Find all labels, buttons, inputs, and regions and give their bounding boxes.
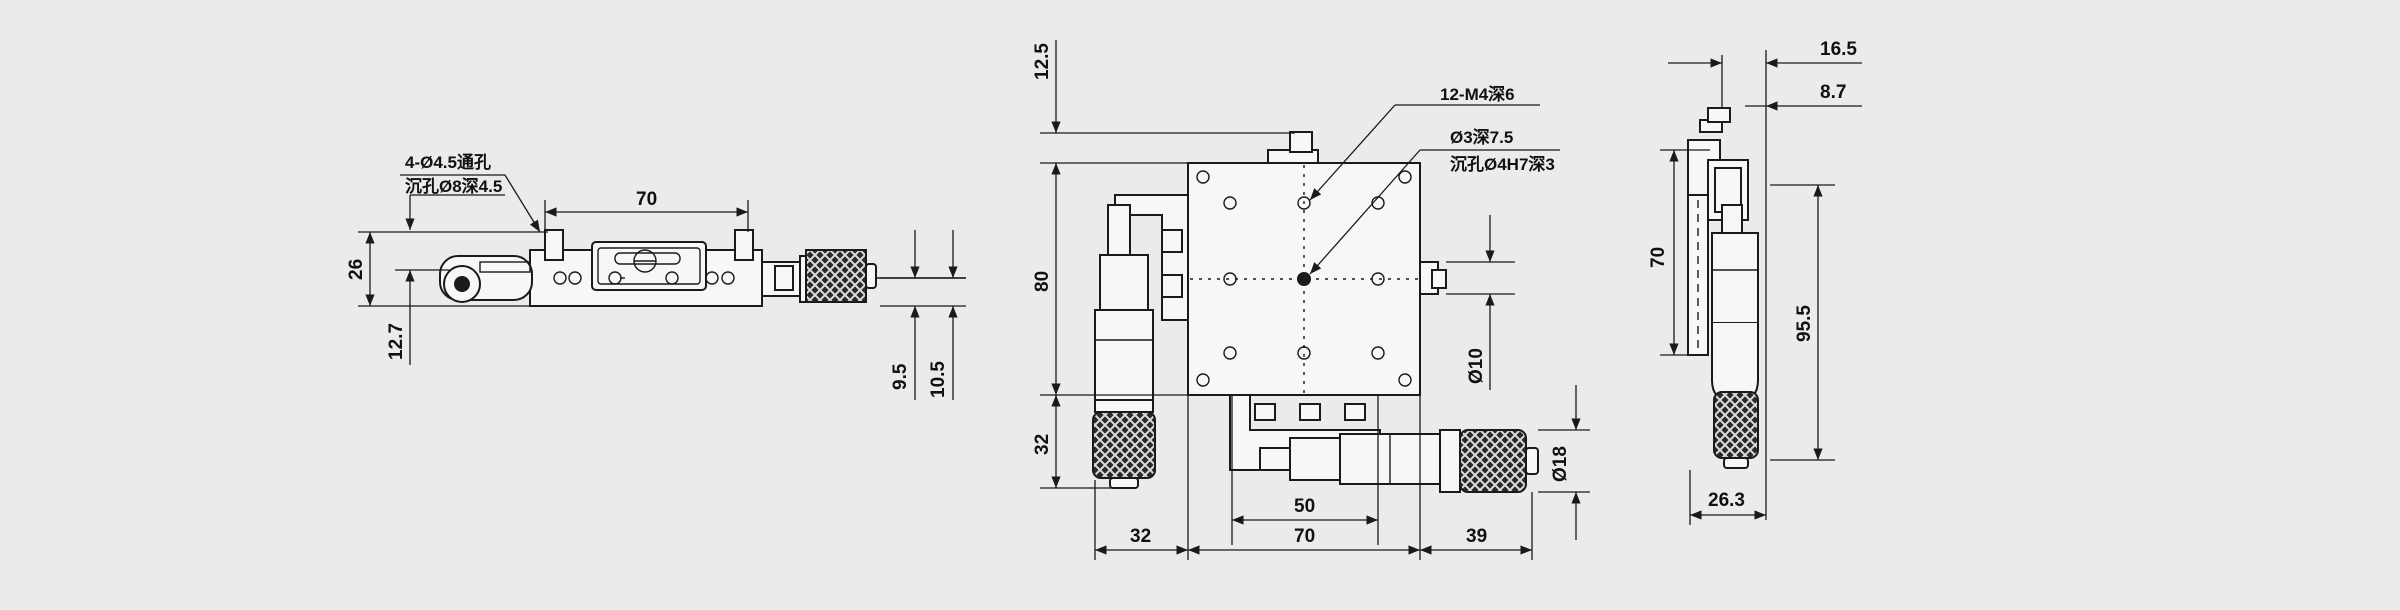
top-view: 12.5 12-M4深6 Ø3深7.5 沉孔Ø4H7深3 80 32 Ø10 Ø…	[1032, 40, 1590, 560]
top-dim-width: 70	[1294, 526, 1315, 547]
top-view-body	[1092, 131, 1539, 493]
top-note-pin-1: Ø3深7.5	[1450, 127, 1513, 147]
top-bottom-knurled-thimble	[1459, 429, 1527, 493]
top-dim-right: 39	[1466, 526, 1487, 547]
side-dim-b: 10.5	[928, 361, 949, 398]
side-dim-height: 26	[346, 259, 367, 280]
end-dim-a: 16.5	[1820, 39, 1857, 60]
side-dim-low: 12.7	[386, 323, 407, 360]
top-left-knurled-thimble	[1092, 411, 1156, 479]
side-dim-a: 9.5	[890, 363, 911, 390]
side-knurled-thimble	[805, 249, 867, 303]
side-screws	[553, 271, 735, 285]
top-dim-spindle: Ø10	[1466, 348, 1487, 384]
end-view: 16.5 8.7 70 95.5 26.3	[1648, 39, 1862, 525]
end-dim-height: 70	[1648, 247, 1669, 268]
side-hole-note-1: 4-Ø4.5通孔	[405, 153, 491, 172]
top-dim-inner: 50	[1294, 496, 1315, 517]
end-dim-b: 8.7	[1820, 82, 1846, 103]
top-note-thread: 12-M4深6	[1440, 84, 1515, 104]
top-dim-top: 12.5	[1032, 43, 1053, 80]
side-view-body	[439, 229, 966, 307]
end-view-body	[1687, 107, 1759, 469]
side-hole-note-2: 沉孔Ø8深4.5	[405, 176, 502, 196]
top-dim-lower: 32	[1032, 434, 1053, 455]
top-note-pin-2: 沉孔Ø4H7深3	[1450, 154, 1555, 174]
end-dim-width: 26.3	[1708, 490, 1745, 511]
end-knurled-thimble	[1713, 391, 1759, 459]
side-dim-width: 70	[636, 189, 657, 210]
top-dim-height: 80	[1032, 271, 1053, 292]
top-dim-thimble: Ø18	[1550, 446, 1571, 482]
end-dim-total: 95.5	[1794, 305, 1815, 342]
top-dim-left: 32	[1130, 526, 1151, 547]
side-view: 4-Ø4.5通孔 沉孔Ø8深4.5 70 26 12.7 9.5 10.5	[346, 153, 966, 400]
